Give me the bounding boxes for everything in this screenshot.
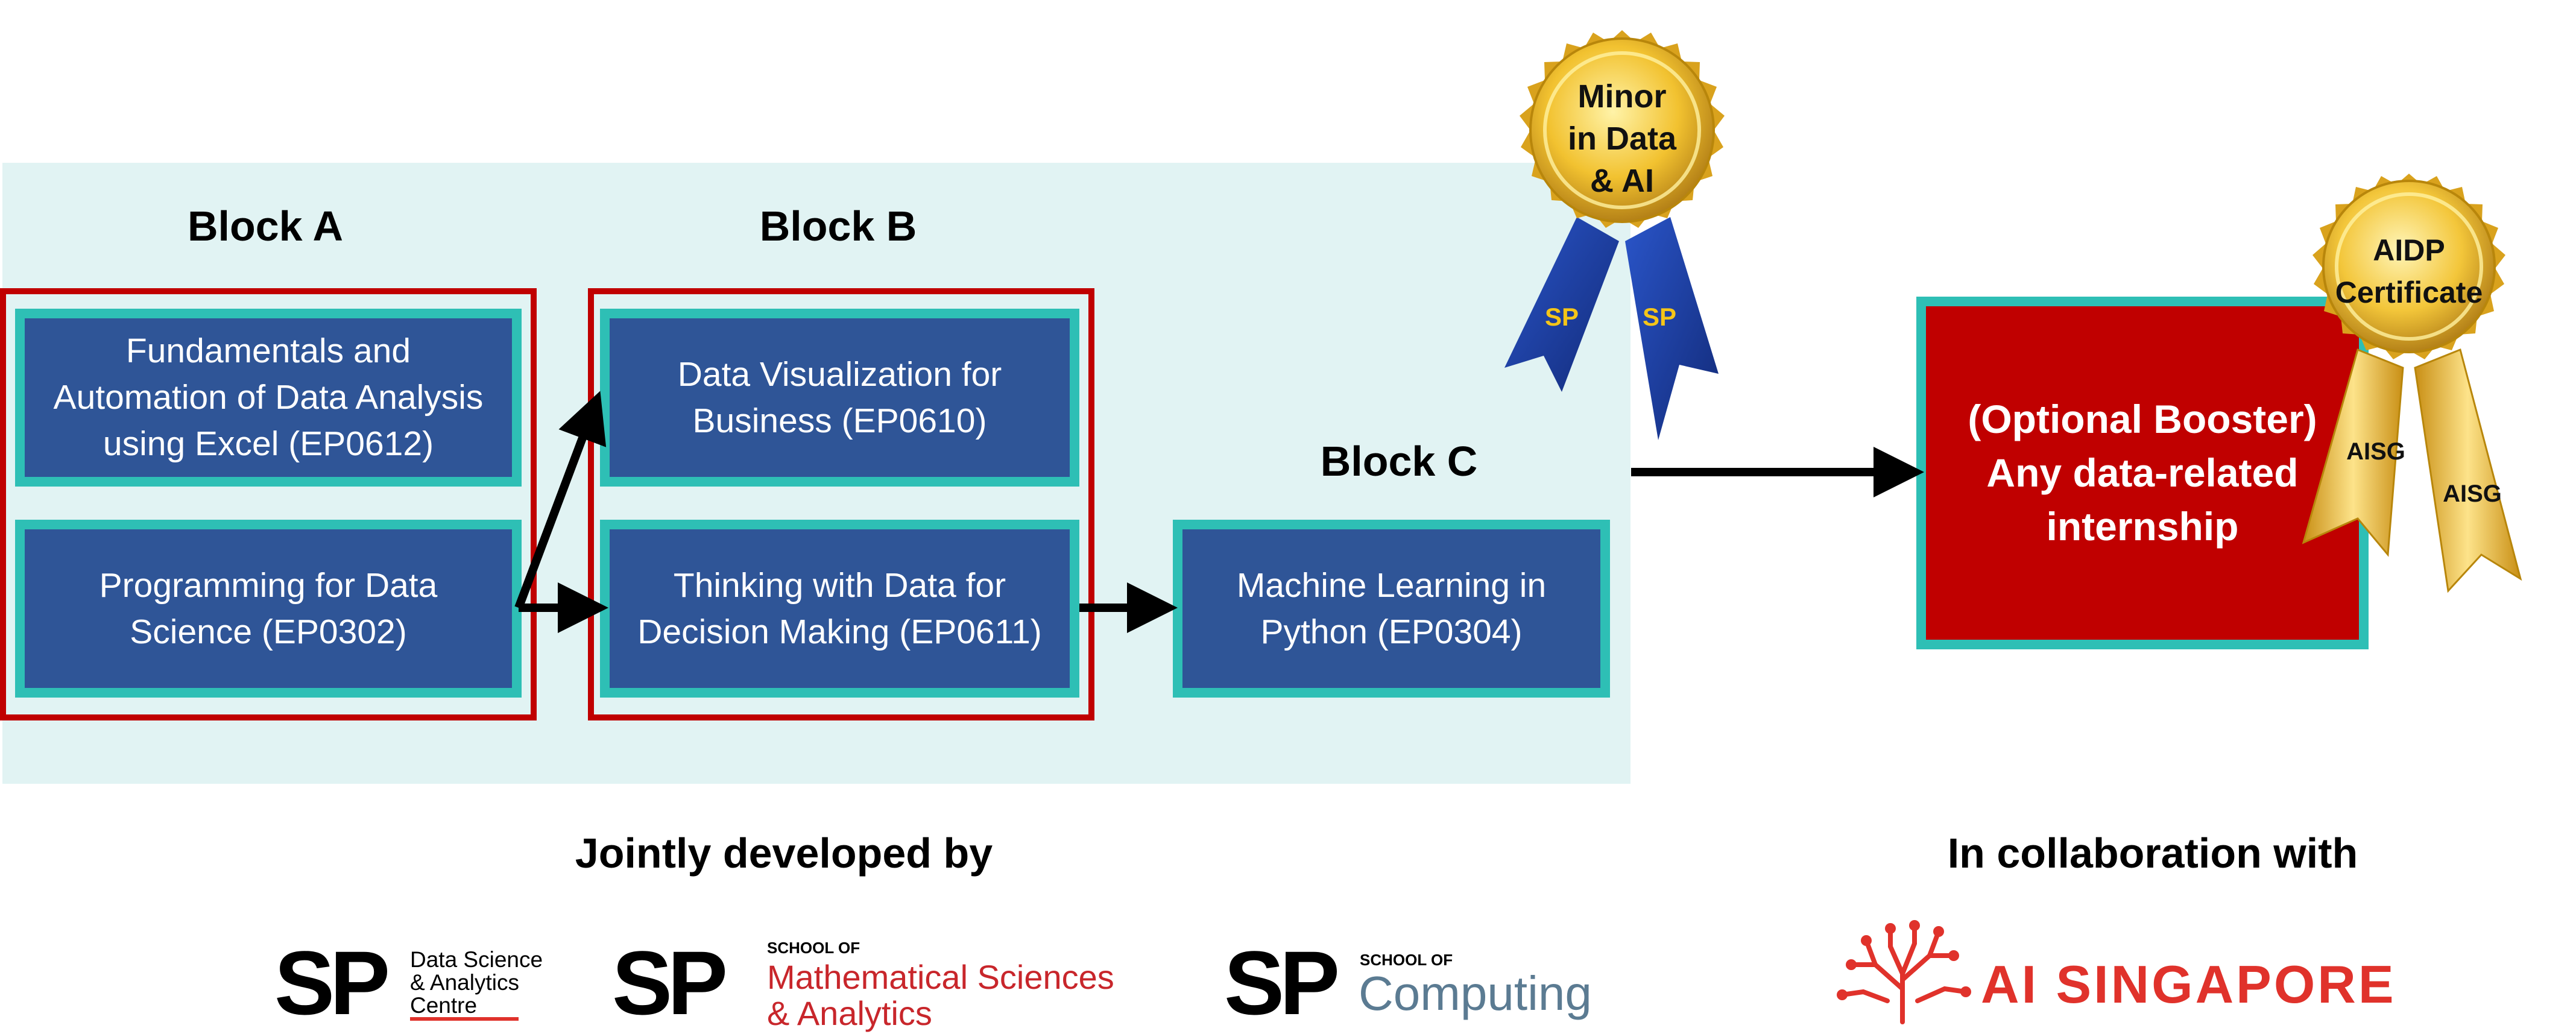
aisg-logo-text: AI SINGAPORE bbox=[1981, 954, 2396, 1014]
logo-dsac-line1: Data Science bbox=[410, 947, 543, 972]
block-a-title: Block A bbox=[187, 203, 344, 250]
jointly-developed-title: Jointly developed by bbox=[575, 830, 993, 877]
logo-soc-line1: Computing bbox=[1359, 966, 1592, 1020]
course-ep0610: Data Visualization for Business (EP0610) bbox=[600, 309, 1079, 487]
aidp-badge-line2: Certificate bbox=[2335, 276, 2483, 309]
logo-sp-soc: SP SCHOOL OF Computing bbox=[1224, 938, 1616, 1034]
course-ep0612-line1: Fundamentals and bbox=[125, 332, 411, 371]
logo-dsac-underline bbox=[410, 1017, 519, 1021]
course-ep0302-line2: Science (EP0302) bbox=[130, 612, 407, 651]
course-ep0304-line2: Python (EP0304) bbox=[1260, 612, 1523, 651]
course-ep0304: Machine Learning in Python (EP0304) bbox=[1173, 520, 1610, 698]
course-ep0612-line2: Automation of Data Analysis bbox=[53, 378, 484, 417]
logo-msa-small: SCHOOL OF bbox=[767, 939, 860, 957]
course-ep0610-line1: Data Visualization for bbox=[677, 355, 1002, 394]
aidp-ribbon-right-label: AISG bbox=[2443, 481, 2502, 507]
booster-line1: (Optional Booster) bbox=[1968, 396, 2317, 441]
aidp-ribbon-right bbox=[2414, 348, 2522, 593]
course-ep0612-line3: using Excel (EP0612) bbox=[103, 424, 434, 463]
course-ep0610-line2: Business (EP0610) bbox=[692, 401, 987, 440]
logo-sp-dsac: SP Data Science & Analytics Centre bbox=[274, 938, 600, 1034]
course-ep0611-line1: Thinking with Data for bbox=[673, 566, 1006, 605]
optional-booster-box: (Optional Booster) Any data-related inte… bbox=[1916, 297, 2369, 649]
logo-sp-msa-mark: SP bbox=[612, 932, 728, 1033]
logo-dsac-line2: & Analytics bbox=[410, 970, 519, 995]
logo-sp-soc-mark: SP bbox=[1224, 932, 1340, 1033]
block-b-frame bbox=[588, 288, 1094, 720]
minor-in-data-ai-badge: Minor in Data & AI SP SP bbox=[1504, 30, 1725, 440]
logo-sp-msa: SP SCHOOL OF Mathematical Sciences & Ana… bbox=[612, 938, 1203, 1034]
aisg-tree-icon bbox=[1837, 920, 1971, 1024]
minor-ribbon-right-label: SP bbox=[1643, 303, 1676, 331]
minor-badge-line2: in Data bbox=[1568, 121, 1677, 157]
logo-sp-dsac-mark: SP bbox=[274, 932, 390, 1033]
course-ep0611-line2: Decision Making (EP0611) bbox=[637, 612, 1042, 651]
block-b-title: Block B bbox=[759, 203, 917, 250]
logo-dsac-line3: Centre bbox=[410, 993, 478, 1018]
arrow-ep0302-to-ep0610 bbox=[514, 391, 607, 610]
booster-line3: internship bbox=[2046, 504, 2239, 549]
booster-line2: Any data-related bbox=[1986, 450, 2299, 495]
aidp-seal-disc bbox=[2322, 180, 2496, 353]
block-a-frame bbox=[0, 288, 537, 720]
logo-soc-small: SCHOOL OF bbox=[1360, 951, 1453, 969]
minor-badge-line1: Minor bbox=[1578, 78, 1667, 115]
logo-msa-line2: & Analytics bbox=[767, 994, 932, 1032]
aidp-ribbon-left bbox=[2302, 348, 2404, 557]
course-ep0302: Programming for Data Science (EP0302) bbox=[15, 520, 522, 698]
logo-msa-line1: Mathematical Sciences bbox=[767, 958, 1114, 996]
minor-seal-disc bbox=[1529, 37, 1715, 223]
minor-ribbon-left bbox=[1504, 217, 1619, 392]
aidp-certificate-badge: AIDP Certificate AISG AISG bbox=[2302, 174, 2522, 593]
aidp-ribbon-left-label: AISG bbox=[2346, 438, 2405, 465]
minor-ribbon-left-label: SP bbox=[1545, 303, 1579, 331]
course-ep0304-line1: Machine Learning in bbox=[1236, 566, 1547, 605]
course-ep0611: Thinking with Data for Decision Making (… bbox=[600, 520, 1079, 698]
course-ep0302-line1: Programming for Data bbox=[99, 566, 438, 605]
minor-ribbon-right bbox=[1625, 217, 1719, 440]
course-ep0612: Fundamentals and Automation of Data Anal… bbox=[15, 309, 522, 487]
aidp-badge-line1: AIDP bbox=[2373, 233, 2445, 267]
block-c-title: Block C bbox=[1320, 438, 1478, 485]
collaboration-title: In collaboration with bbox=[1947, 830, 2358, 877]
minor-badge-line3: & AI bbox=[1590, 163, 1654, 199]
